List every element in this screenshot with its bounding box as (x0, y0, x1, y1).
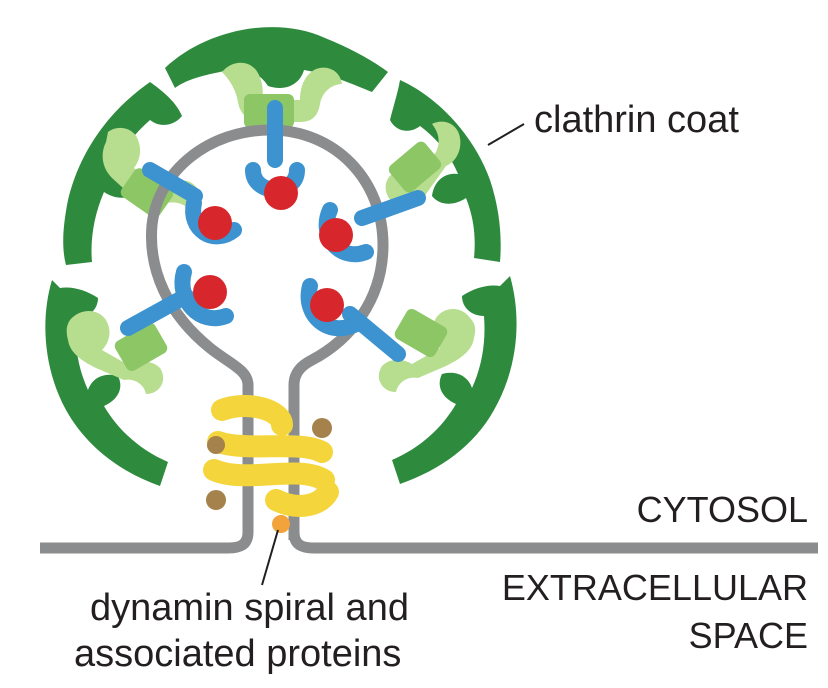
dynamin-spiral (203, 395, 339, 517)
cargo-upper-right (319, 218, 353, 252)
clathrin-segment-lower-right (392, 276, 517, 484)
extracellular-label-line1: EXTRACELLULAR (502, 567, 808, 608)
clathrin-segment-lower-left (45, 280, 168, 486)
dynamin-leader-line (261, 529, 279, 586)
dynamin-coil-3 (203, 459, 335, 491)
cargo-lower-right (310, 288, 344, 322)
receptor-lower-left (120, 264, 234, 336)
adaptor-upper-right-core (388, 141, 442, 193)
vesicle-neck-left (40, 385, 254, 554)
dynamin-associated-proteins (206, 418, 332, 533)
dynamin-coil-2 (207, 431, 333, 463)
adaptor-lower-left (66, 311, 164, 394)
cargo-top (264, 176, 298, 210)
extracellular-label-line2: SPACE (689, 615, 808, 656)
leader-lines (261, 123, 525, 586)
receptor-lower-right (300, 278, 406, 362)
dynamin-label-line2: associated proteins (74, 633, 401, 675)
cargo-lower-left (193, 275, 227, 309)
cargo-molecules (193, 176, 353, 322)
accessory-protein-4 (272, 515, 290, 533)
clathrin-segment-upper-right (390, 80, 501, 262)
membrane-right (288, 531, 818, 554)
clathrin-segment-top (165, 27, 388, 92)
accessory-protein-3 (206, 490, 226, 510)
dynamin-coil-1 (211, 395, 293, 436)
accessory-protein-2 (312, 418, 332, 438)
cytosol-label: CYTOSOL (637, 489, 808, 530)
adaptor-lower-right-core (394, 308, 448, 358)
dynamin-label-line1: dynamin spiral and (90, 587, 409, 629)
dynamin-coil-4 (265, 481, 339, 517)
accessory-protein-1 (207, 436, 225, 454)
clathrin-coat-label: clathrin coat (534, 99, 739, 141)
clathrin-leader-line (487, 123, 525, 146)
cargo-receptors (120, 100, 426, 362)
cargo-upper-left (198, 206, 232, 240)
adaptor-lower-right (378, 309, 476, 392)
